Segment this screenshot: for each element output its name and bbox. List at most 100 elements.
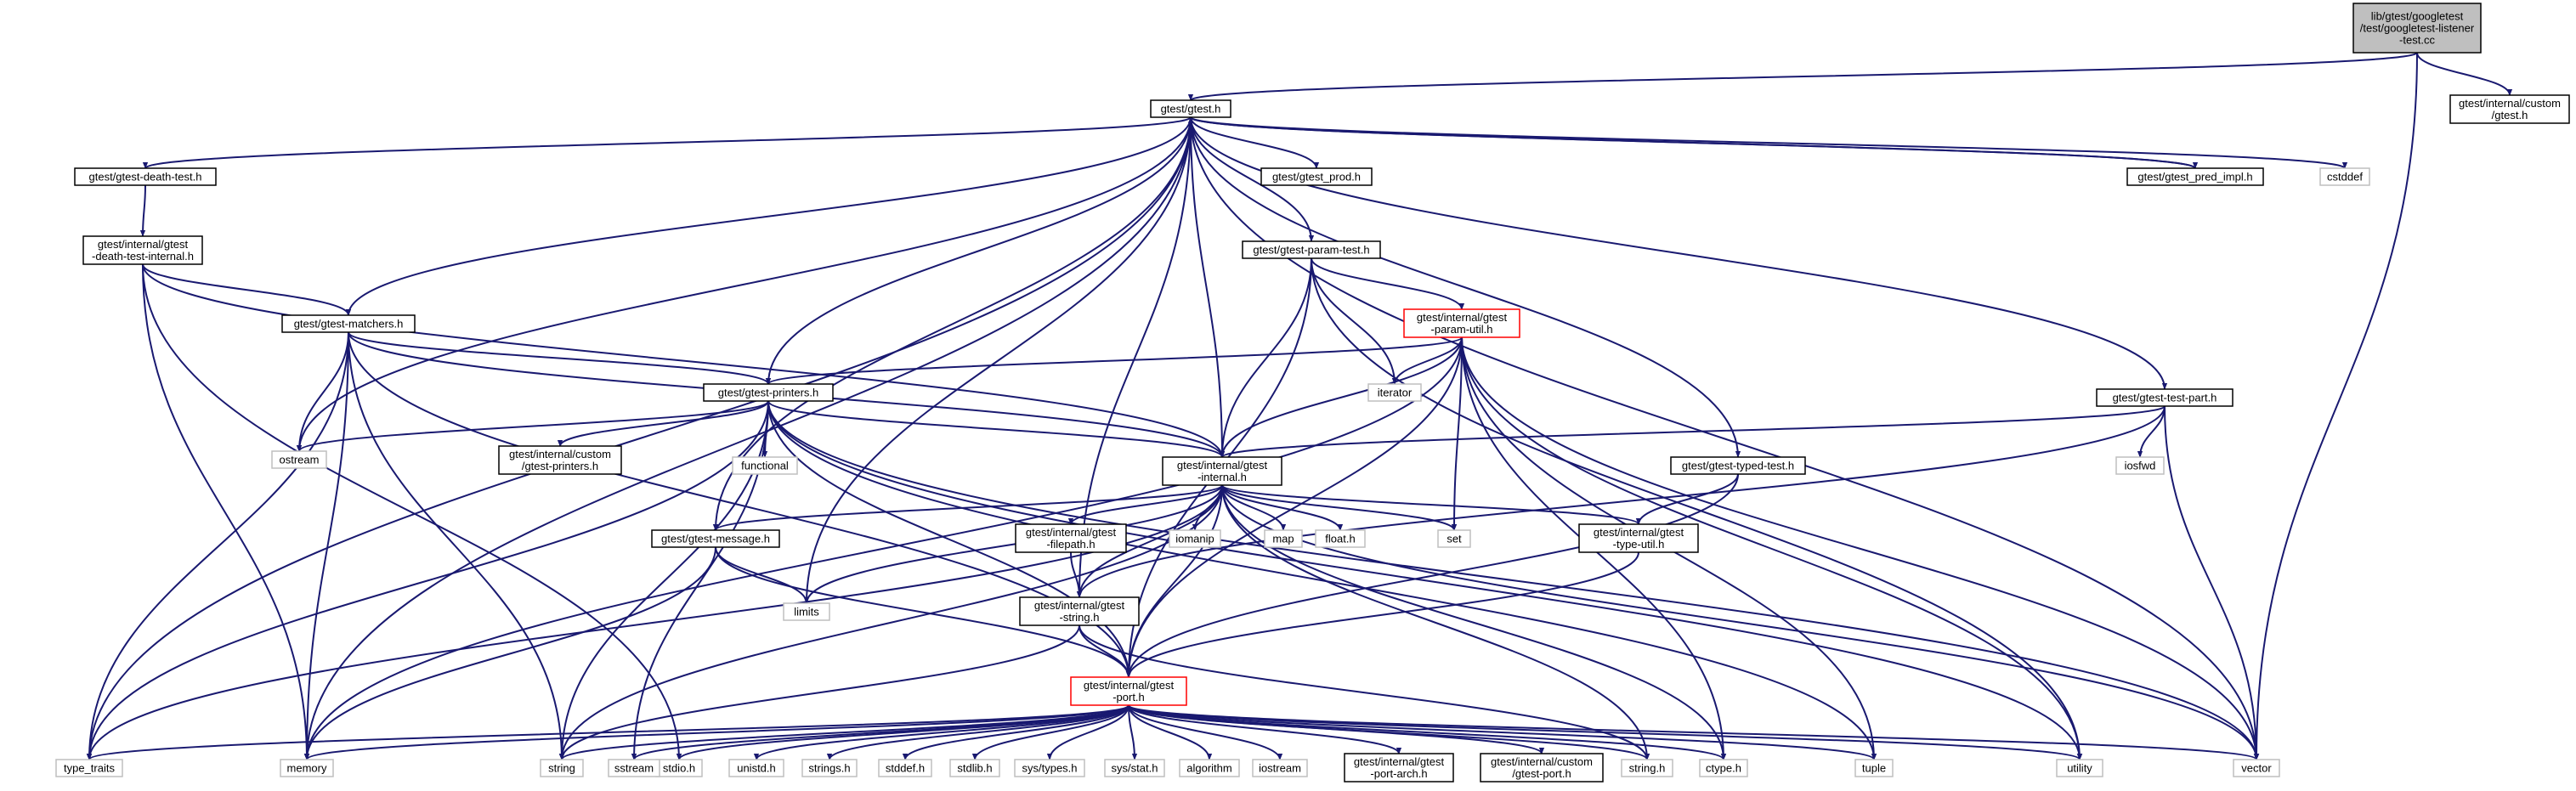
edge-gtest-h-to-memory xyxy=(303,116,1192,760)
node-filepath-h[interactable]: gtest/internal/gtest-filepath.h xyxy=(1015,523,1127,553)
node-algorithm[interactable]: algorithm xyxy=(1179,759,1240,777)
node-unistd-h[interactable]: unistd.h xyxy=(728,759,784,777)
node-box xyxy=(732,456,798,475)
node-stdlib-h[interactable]: stdlib.h xyxy=(949,759,1000,777)
node-label: ostream xyxy=(280,454,320,466)
node-port-h[interactable]: gtest/internal/gtest-port.h xyxy=(1070,676,1187,706)
node-test-part-h[interactable]: gtest/gtest-test-part.h xyxy=(2096,388,2233,407)
node-limits[interactable]: limits xyxy=(783,602,830,621)
node-box xyxy=(1104,759,1165,777)
node-death-internal-h[interactable]: gtest/internal/gtest-death-test-internal… xyxy=(82,235,203,265)
node-box xyxy=(651,529,780,548)
node-port-arch-h[interactable]: gtest/internal/gtest-port-arch.h xyxy=(1344,753,1454,783)
node-box xyxy=(1367,383,1422,402)
node-ctype-h[interactable]: ctype.h xyxy=(1699,759,1748,777)
node-float-h[interactable]: float.h xyxy=(1315,529,1366,548)
node-iomanip[interactable]: iomanip xyxy=(1169,529,1221,548)
node-gtest-h[interactable]: gtest/gtest.h xyxy=(1150,99,1231,118)
node-string-h-int[interactable]: gtest/internal/gtest-string.h xyxy=(1019,596,1140,626)
edge-printers-h-to-type-traits xyxy=(86,400,769,760)
node-death-test-h[interactable]: gtest/gtest-death-test.h xyxy=(74,167,217,186)
node-box xyxy=(728,759,784,777)
node-sstream[interactable]: sstream xyxy=(608,759,660,777)
node-box xyxy=(2449,94,2570,124)
node-label: tuple xyxy=(1862,762,1886,775)
node-strings-h[interactable]: strings.h xyxy=(801,759,858,777)
node-box xyxy=(1344,753,1454,783)
edge-internal-h-to-filepath-h xyxy=(1067,484,1223,525)
edge-port-h-to-stddef-h xyxy=(902,704,1129,760)
node-label: lib/gtest/googletest xyxy=(2371,10,2464,23)
node-internal-h[interactable]: gtest/internal/gtest-internal.h xyxy=(1162,456,1282,486)
edge-port-h-to-type-traits xyxy=(87,704,1129,760)
node-label: /test/googletest-listener xyxy=(2360,22,2475,35)
edge-param-test-h-to-internal-h xyxy=(1219,257,1312,458)
node-label: type_traits xyxy=(64,762,115,775)
edge-internal-h-to-port-h xyxy=(1125,484,1223,678)
node-set[interactable]: set xyxy=(1437,529,1471,548)
edge-type-util-h-to-port-h xyxy=(1125,551,1639,678)
node-type-traits[interactable]: type_traits xyxy=(55,759,123,777)
node-box xyxy=(1403,308,1520,338)
node-matchers-h[interactable]: gtest/gtest-matchers.h xyxy=(281,314,416,333)
node-gtest-prod-h[interactable]: gtest/gtest_prod.h xyxy=(1260,167,1373,186)
node-typed-test-h[interactable]: gtest/gtest-typed-test.h xyxy=(1670,456,1806,475)
edge-gtest-h-to-type-traits xyxy=(86,116,1192,760)
node-memory[interactable]: memory xyxy=(280,759,334,777)
edge-gtest-h-to-param-test-h xyxy=(1190,116,1315,242)
edge-internal-h-to-string-dot-h xyxy=(1221,484,1650,760)
node-sys-stat-h[interactable]: sys/stat.h xyxy=(1104,759,1165,777)
node-box xyxy=(801,759,858,777)
node-custom-gtest-h[interactable]: gtest/internal/custom/gtest.h xyxy=(2449,94,2570,124)
node-param-test-h[interactable]: gtest/gtest-param-test.h xyxy=(1242,240,1381,259)
edge-matchers-h-to-memory xyxy=(303,331,349,760)
node-label: algorithm xyxy=(1186,762,1231,775)
node-iterator[interactable]: iterator xyxy=(1367,383,1422,402)
edge-string-h-int-to-string-dot-h xyxy=(1079,624,1650,760)
node-label: gtest/gtest_prod.h xyxy=(1272,171,1361,184)
node-box xyxy=(1621,759,1673,777)
node-param-util-h[interactable]: gtest/internal/gtest-param-util.h xyxy=(1403,308,1520,338)
edge-test-part-h-to-vector xyxy=(2164,405,2260,760)
node-printers-h[interactable]: gtest/gtest-printers.h xyxy=(703,383,834,402)
node-string-dot-h[interactable]: string.h xyxy=(1621,759,1673,777)
node-stddef-h[interactable]: stddef.h xyxy=(878,759,932,777)
edge-root-to-vector xyxy=(2253,52,2418,760)
node-custom-port-h[interactable]: gtest/internal/custom/gtest-port.h xyxy=(1480,753,1604,783)
node-box xyxy=(2233,759,2280,777)
node-pred-impl-h[interactable]: gtest/gtest_pred_impl.h xyxy=(2126,167,2264,186)
node-iostream[interactable]: iostream xyxy=(1252,759,1308,777)
edge-gtest-h-to-limits xyxy=(803,116,1192,604)
node-cstddef[interactable]: cstddef xyxy=(2319,167,2370,186)
node-sys-types-h[interactable]: sys/types.h xyxy=(1014,759,1085,777)
node-message-h[interactable]: gtest/gtest-message.h xyxy=(651,529,780,548)
node-label: -port.h xyxy=(1112,691,1145,703)
node-box xyxy=(1437,529,1471,548)
node-label: stdio.h xyxy=(663,762,695,775)
node-map[interactable]: map xyxy=(1264,529,1303,548)
node-root[interactable]: lib/gtest/googletest/test/googletest-lis… xyxy=(2352,3,2482,54)
node-iosfwd[interactable]: iosfwd xyxy=(2115,456,2165,475)
node-tuple[interactable]: tuple xyxy=(1854,759,1894,777)
edge-root-to-gtest-h xyxy=(1188,52,2418,101)
node-custom-printers-h[interactable]: gtest/internal/custom/gtest-printers.h xyxy=(498,445,622,475)
edge-gtest-h-to-death-test-h xyxy=(143,116,1192,169)
edge-port-h-to-vector xyxy=(1128,704,2259,760)
node-box xyxy=(878,759,932,777)
node-utility[interactable]: utility xyxy=(2056,759,2103,777)
node-vector[interactable]: vector xyxy=(2233,759,2280,777)
node-box xyxy=(2115,456,2165,475)
node-ostream[interactable]: ostream xyxy=(271,450,327,469)
edge-gtest-h-to-vector xyxy=(1190,116,2260,760)
node-string[interactable]: string xyxy=(540,759,584,777)
node-functional[interactable]: functional xyxy=(732,456,798,475)
edge-internal-h-to-map xyxy=(1221,484,1287,531)
node-label: iterator xyxy=(1378,387,1413,399)
node-stdio-h[interactable]: stdio.h xyxy=(655,759,703,777)
edge-test-part-h-to-internal-h xyxy=(1220,405,2166,458)
node-type-util-h[interactable]: gtest/internal/gtest-type-util.h xyxy=(1578,523,1699,553)
node-label: gtest/gtest-printers.h xyxy=(718,387,819,399)
node-label: gtest/internal/custom xyxy=(2459,97,2561,110)
edge-test-part-h-to-string-h-int xyxy=(1076,405,2166,598)
node-box xyxy=(1264,529,1303,548)
